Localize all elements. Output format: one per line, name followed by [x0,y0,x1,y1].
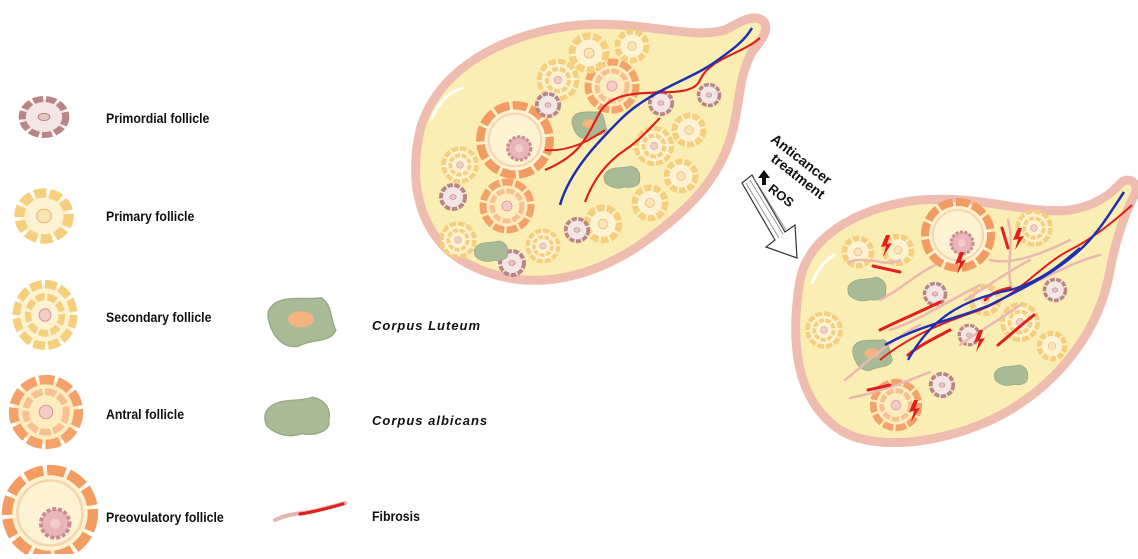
legend-secondary-icon [16,284,73,346]
healthy-ovary [416,18,766,280]
legend-preovulatory-icon [7,470,93,554]
legend-fibrosis-icon [275,503,345,520]
label-preovulatory-follicle: Preovulatory follicle [106,509,224,525]
legend-corpus-luteum-icon [268,298,336,347]
label-fibrosis: Fibrosis [372,508,420,524]
fibrotic-ovary [796,180,1136,442]
label-primary-follicle: Primary follicle [106,208,194,224]
legend-primary-icon [19,193,68,239]
legend-primordial-icon [22,99,66,135]
label-primordial-follicle: Primordial follicle [106,110,209,126]
ros-up-arrow-icon [758,170,770,185]
label-corpus-albicans: Corpus albicans [372,413,488,428]
legend-antral-icon [14,380,79,445]
legend-corpus-albicans-icon [265,397,330,435]
label-antral-follicle: Antral follicle [106,406,184,422]
label-corpus-luteum: Corpus Luteum [372,318,481,333]
label-secondary-follicle: Secondary follicle [106,309,211,325]
treatment-arrow [742,170,797,258]
